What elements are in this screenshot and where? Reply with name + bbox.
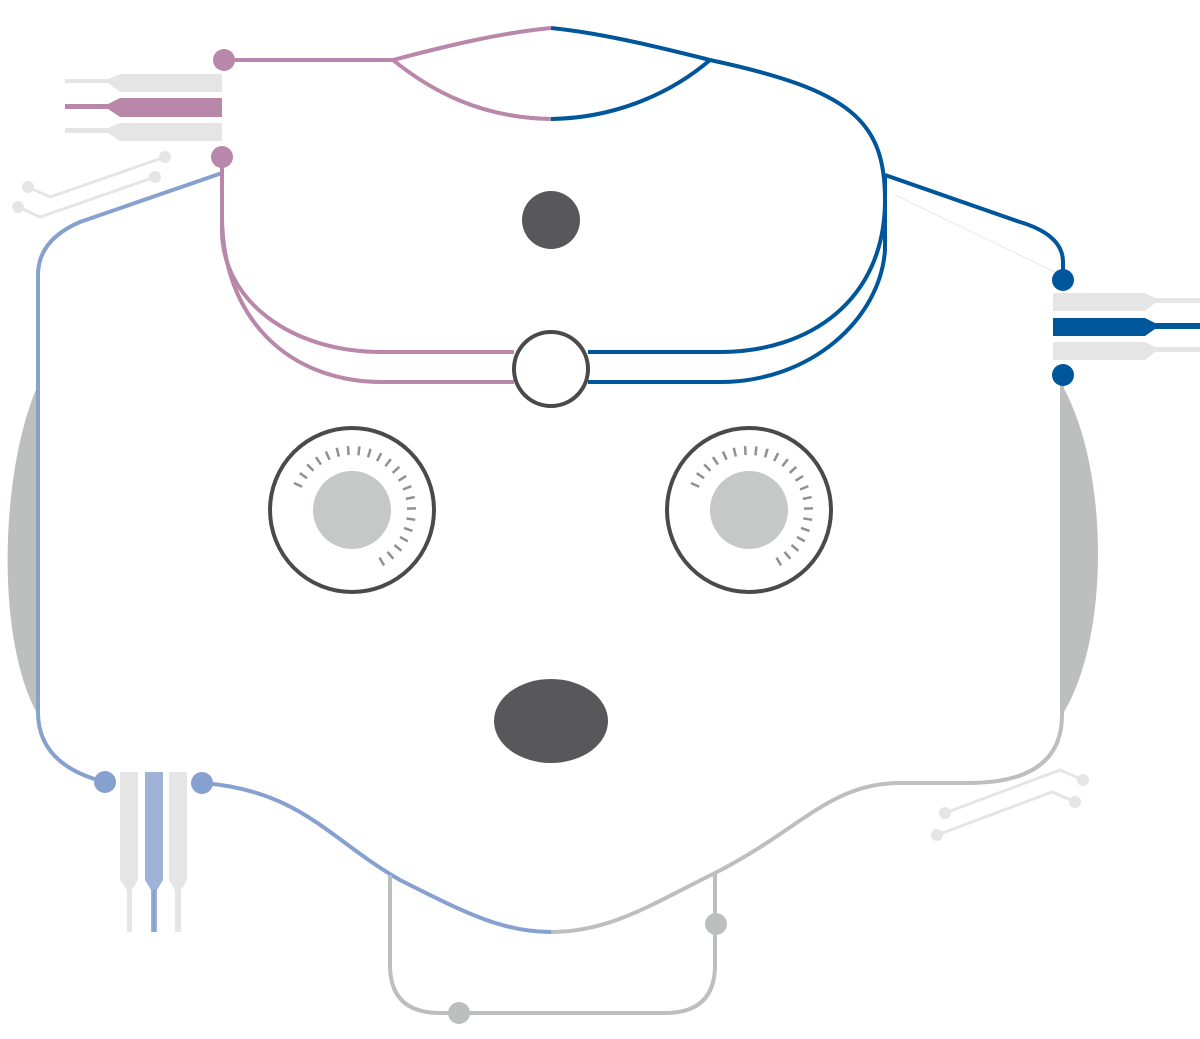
dial-tick: [375, 452, 383, 462]
dial-tick: [391, 465, 401, 474]
dial-tick: [803, 517, 813, 522]
dial-tick: [754, 446, 758, 456]
dial-tick: [335, 447, 341, 457]
chin-loop: [388, 873, 717, 1015]
dial-tick: [393, 544, 403, 552]
dial-tick: [690, 481, 700, 488]
dial-tick: [772, 452, 780, 462]
plug-connector-right: [1053, 293, 1200, 360]
dial-tick: [384, 458, 392, 468]
dial-tick: [775, 557, 783, 567]
center-button[interactable]: [512, 330, 590, 408]
circuit-traces-bottom-right: [936, 768, 1084, 837]
plug-2-active: [65, 98, 222, 117]
dial-tick: [397, 474, 407, 482]
dial-tick: [402, 484, 412, 491]
left-dial-ticks: [293, 446, 417, 567]
dial-tick: [703, 463, 712, 472]
plug-2-active: [1053, 318, 1200, 336]
plug-connector-top-left: [65, 74, 222, 141]
dial-tick: [366, 448, 372, 458]
circuit-nodes-bottom-right: [931, 774, 1089, 841]
pink-node-top: [213, 49, 235, 71]
plug-3: [1053, 342, 1200, 360]
left-dial-knob: [313, 471, 391, 549]
dial-tick: [403, 526, 413, 533]
dial-tick: [800, 526, 810, 533]
navy-node-bottom: [1052, 364, 1074, 386]
dial-tick: [696, 472, 705, 480]
chin-node-right: [705, 913, 727, 935]
dial-tick: [721, 451, 728, 461]
dial-tick: [781, 458, 789, 468]
navy-node-top: [1052, 269, 1074, 291]
dial-tick: [405, 495, 415, 501]
dial-tick: [763, 448, 769, 458]
plug-3: [65, 123, 222, 141]
dial-tick: [357, 446, 361, 456]
plug-1: [120, 772, 138, 932]
left-ear: [7, 385, 38, 715]
right-ear: [1062, 385, 1098, 715]
circuit-nodes-top-left: [12, 151, 171, 213]
dial-tick: [711, 456, 720, 466]
dial-tick: [732, 447, 738, 457]
dial-tick: [314, 456, 323, 466]
dial-tick: [794, 474, 804, 482]
right-dial-knob: [710, 471, 788, 549]
dial-tick: [386, 551, 395, 560]
dial-tick: [802, 495, 812, 501]
thin-guide-line: [894, 194, 1056, 273]
blue-node-right: [191, 772, 213, 794]
head-outline-bottom-right: [550, 385, 1064, 934]
dial-tick: [299, 472, 308, 480]
head-outline-bottom-left: [201, 781, 552, 934]
dial-tick: [783, 551, 792, 560]
plug-1: [1053, 293, 1200, 311]
circuit-traces-top-left: [17, 155, 166, 219]
pink-node-bottom: [211, 146, 233, 168]
right-dial[interactable]: [665, 426, 833, 594]
dial-tick: [799, 484, 809, 491]
dial-tick: [378, 557, 386, 567]
dial-tick: [796, 535, 806, 543]
dial-tick: [399, 535, 409, 543]
blue-node-left: [94, 771, 116, 793]
chin-node-bottom: [448, 1002, 470, 1024]
dial-tick: [324, 451, 331, 461]
mouth: [494, 679, 608, 763]
right-dial-ticks: [690, 446, 814, 567]
dial-tick: [293, 481, 303, 488]
dial-tick: [346, 446, 350, 456]
plug-3: [169, 772, 187, 932]
dial-tick: [406, 517, 416, 522]
navy-traces: [550, 26, 1065, 384]
dial-tick: [306, 463, 315, 472]
left-dial[interactable]: [268, 426, 436, 594]
plug-connector-bottom-left: [120, 772, 187, 932]
plug-1: [65, 74, 222, 92]
dial-tick: [790, 544, 800, 552]
dial-tick: [743, 446, 747, 456]
pink-traces: [220, 26, 552, 384]
head-outline-left: [36, 171, 223, 784]
dial-tick: [788, 465, 798, 474]
forehead-sensor: [522, 191, 580, 249]
plug-2-active: [145, 772, 163, 932]
